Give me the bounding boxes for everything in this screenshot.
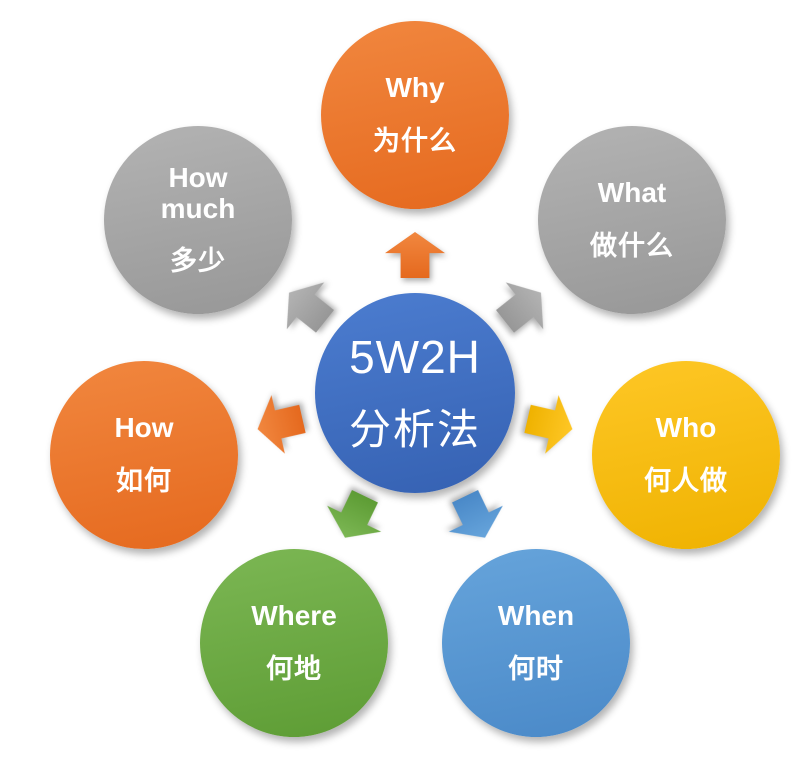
arrow-how-much-icon-shape bbox=[270, 269, 343, 345]
node-where-label-en: Where bbox=[251, 600, 337, 632]
node-what: What 做什么 bbox=[538, 126, 726, 314]
node-how-label-zh: 如何 bbox=[116, 465, 172, 496]
node-when-label-en: When bbox=[497, 600, 575, 632]
node-how-much-label-en: How much bbox=[160, 161, 236, 224]
node-how-much-label-zh: 多少 bbox=[170, 246, 226, 277]
arrow-when-icon bbox=[438, 483, 512, 550]
node-how-label-en: How bbox=[114, 412, 174, 444]
node-who: Who 何人做 bbox=[592, 361, 780, 549]
center-subtitle: 分析法 bbox=[348, 405, 481, 453]
node-when: When 何时 bbox=[442, 549, 630, 737]
node-when-label-zh: 何时 bbox=[508, 653, 564, 684]
arrow-when-icon-shape bbox=[438, 483, 512, 550]
node-what-label-zh: 做什么 bbox=[590, 230, 674, 261]
arrow-what-icon-shape bbox=[486, 269, 559, 345]
arrow-why-icon-shape bbox=[385, 232, 445, 278]
arrow-how-icon bbox=[251, 390, 309, 459]
arrow-what-icon bbox=[486, 269, 559, 345]
node-who-label-zh: 何人做 bbox=[644, 465, 728, 496]
node-why: Why 为什么 bbox=[321, 21, 509, 209]
arrow-how-much-icon bbox=[270, 269, 343, 345]
node-who-label-en: Who bbox=[655, 412, 717, 444]
center-title: 5W2H bbox=[349, 330, 481, 383]
arrow-who-icon bbox=[521, 390, 579, 459]
node-why-label-en: Why bbox=[385, 72, 445, 104]
node-how: How 如何 bbox=[50, 361, 238, 549]
node-how-much: How much 多少 bbox=[104, 126, 292, 314]
arrow-how-icon-shape bbox=[251, 390, 309, 459]
node-what-label-en: What bbox=[597, 177, 667, 209]
node-where-label-zh: 何地 bbox=[266, 653, 322, 684]
arrow-where-icon bbox=[318, 483, 392, 550]
arrow-who-icon-shape bbox=[521, 390, 579, 459]
node-where: Where 何地 bbox=[200, 549, 388, 737]
arrow-why-icon bbox=[385, 232, 445, 278]
node-why-label-zh: 为什么 bbox=[373, 125, 457, 156]
node-center-5w2h: 5W2H 分析法 bbox=[315, 293, 515, 493]
arrow-where-icon-shape bbox=[318, 483, 392, 550]
